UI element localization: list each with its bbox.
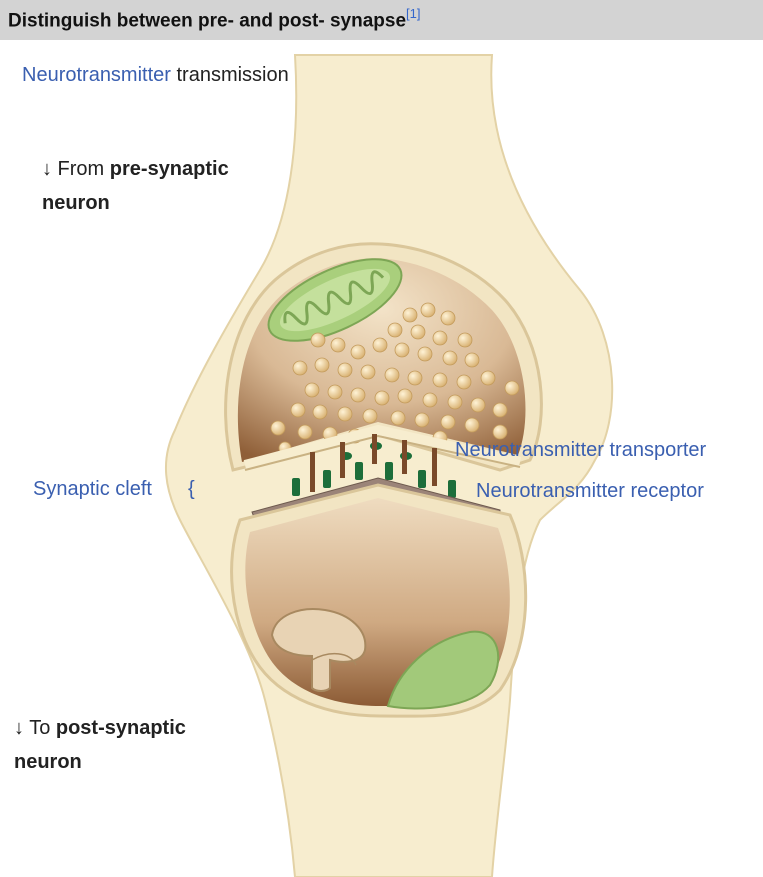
transmission-caption: Neurotransmitter transmission bbox=[22, 63, 289, 87]
pre-synaptic-membrane-edge bbox=[244, 434, 521, 471]
reference-link[interactable]: [1] bbox=[406, 6, 421, 21]
presynaptic-link: pre-synaptic bbox=[109, 158, 229, 180]
neurotransmitter-transporters bbox=[310, 434, 437, 492]
synaptic-vesicles bbox=[270, 302, 520, 455]
cleft-brace: { bbox=[188, 478, 195, 500]
transporter-label[interactable]: Neurotransmitter transporter bbox=[455, 439, 707, 461]
receptor-label[interactable]: Neurotransmitter receptor bbox=[476, 480, 704, 502]
synaptic-cleft-label: Synaptic cleft bbox=[33, 477, 152, 501]
post-organelle bbox=[386, 630, 500, 710]
transmission-text: transmission bbox=[170, 64, 289, 86]
postsynaptic-neuron-text: neuron bbox=[14, 751, 82, 773]
pre-synaptic-membrane bbox=[243, 424, 522, 470]
to-arrow-text: ↓ To bbox=[14, 717, 56, 739]
postsynaptic-link: post-synaptic bbox=[55, 717, 186, 739]
from-arrow-text: ↓ From bbox=[42, 158, 110, 180]
to-postsynaptic-label: ↓ To post-synaptic neuron bbox=[14, 711, 186, 779]
presynaptic-neuron-text: neuron bbox=[42, 192, 110, 214]
neurotransmitter-link[interactable]: Neurotransmitter bbox=[22, 64, 171, 86]
from-presynaptic-label: ↓ From pre-synaptic neuron bbox=[42, 152, 229, 220]
section-title: Distinguish between pre- and post- synap… bbox=[8, 10, 407, 32]
spine-apparatus bbox=[270, 608, 367, 692]
section-header: Distinguish between pre- and post- synap… bbox=[0, 0, 763, 40]
synaptic-cleft-link[interactable]: Synaptic cleft bbox=[33, 478, 152, 500]
mitochondrion bbox=[267, 258, 403, 342]
